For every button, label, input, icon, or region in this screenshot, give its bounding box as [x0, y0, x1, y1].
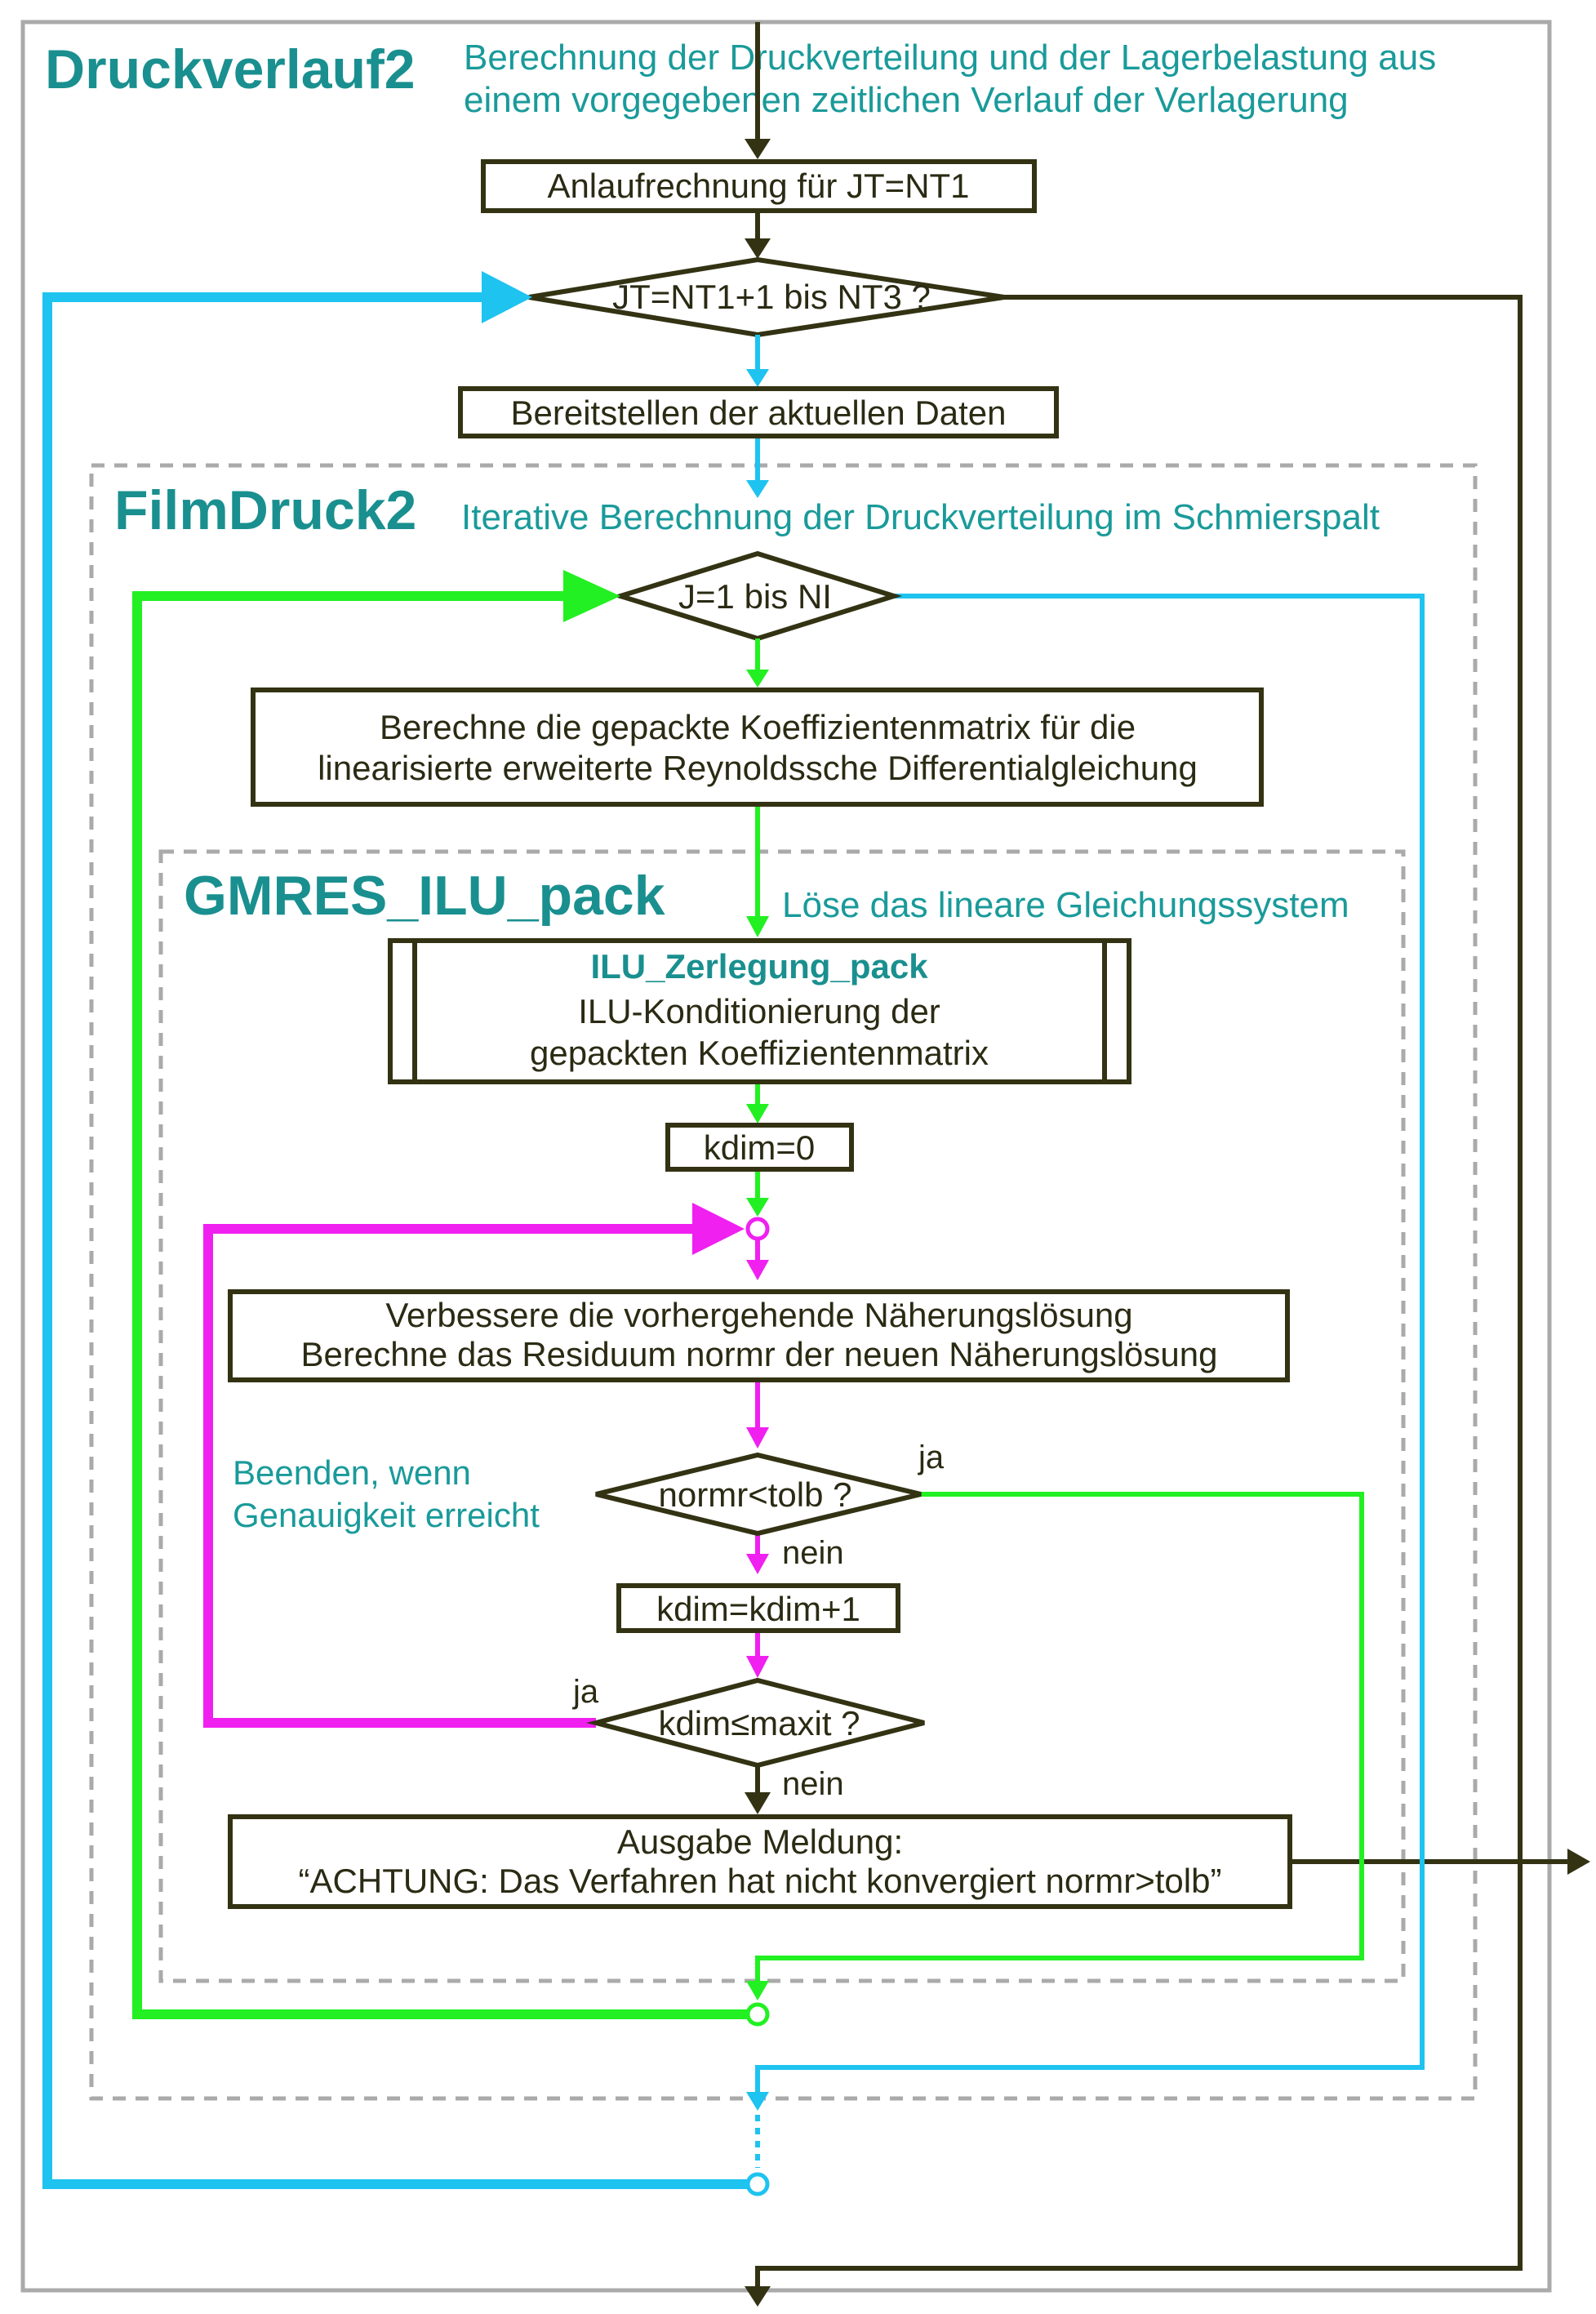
box-koeffizientenmatrix	[251, 688, 1264, 807]
j-loop-thin-lines	[755, 639, 1364, 1982]
decision-j-loop	[611, 550, 903, 642]
desc-druckverlauf2-line2: einem vorgegebenen zeitlichen Verlauf de…	[464, 80, 1349, 120]
label-ja-kdim: ja	[572, 1674, 599, 1710]
box-koeffizientenmatrix-line1: Berechne die gepackte Koeffizientenmatri…	[380, 708, 1136, 746]
frame-filmdruck2	[89, 463, 1478, 2101]
subroutine-ilu-line2: gepackten Koeffizientenmatrix	[530, 1034, 989, 1072]
j-loop-small-arrowheads	[746, 670, 769, 2000]
desc-gmres: Löse das lineare Gleichungssystem	[782, 885, 1349, 925]
decision-jt-loop	[528, 256, 1005, 338]
outer-loop-thin-lines	[755, 335, 1425, 2168]
decision-kdim-label: kdim≤maxit ?	[658, 1704, 860, 1742]
subroutine-ilu-zerlegung	[388, 938, 1131, 1084]
j-loop-arrowhead	[563, 570, 620, 622]
box-kdim-init-label: kdim=0	[704, 1128, 816, 1167]
box-verbessere-line2: Berechne das Residuum normr der neuen Nä…	[300, 1335, 1217, 1373]
box-anlaufrechnung-label: Anlaufrechnung für JT=NT1	[547, 167, 969, 205]
frame-gmres	[158, 849, 1406, 1983]
main-flow-lines	[755, 22, 1572, 2286]
note-beenden-line2: Genauigkeit erreicht	[233, 1496, 540, 1534]
note-beenden-line1: Beenden, wenn	[233, 1453, 471, 1492]
j-loop-junction	[745, 2002, 770, 2027]
outer-loop-arrowhead	[482, 271, 532, 323]
box-kdim-increment	[616, 1583, 900, 1633]
outer-loop-small-arrowheads	[746, 369, 769, 2111]
decision-j-loop-label: J=1 bis NI	[678, 577, 832, 616]
decision-jt-loop-label: JT=NT1+1 bis NT3 ?	[612, 278, 931, 316]
main-flow-arrowheads	[745, 139, 1590, 2307]
decision-normr-label: normr<tolb ?	[659, 1475, 852, 1514]
label-nein-kdim: nein	[782, 1766, 844, 1802]
label-ja-normr: ja	[918, 1440, 945, 1475]
box-kdim-init	[665, 1123, 854, 1172]
box-anlaufrechnung	[481, 159, 1037, 213]
kdim-loop-small-arrowheads	[746, 1260, 769, 1678]
desc-filmdruck2: Iterative Berechnung der Druckverteilung…	[461, 497, 1380, 537]
subroutine-ilu-title: ILU_Zerlegung_pack	[590, 947, 928, 986]
decision-kdim	[586, 1677, 925, 1769]
box-kdim-increment-label: kdim=kdim+1	[656, 1590, 860, 1628]
box-ausgabe-meldung-line1: Ausgabe Meldung:	[617, 1822, 903, 1861]
kdim-loop-junction	[745, 1217, 770, 1241]
box-bereitstellen-label: Bereitstellen der aktuellen Daten	[510, 394, 1006, 432]
j-loop-line	[132, 591, 748, 2019]
outer-loop-line	[42, 292, 758, 2189]
kdim-loop-line	[203, 1224, 702, 1728]
label-nein-normr: nein	[782, 1535, 844, 1571]
box-bereitstellen	[458, 386, 1059, 438]
title-gmres: GMRES_ILU_pack	[184, 865, 665, 927]
box-verbessere	[228, 1289, 1290, 1382]
box-ausgabe-meldung	[228, 1814, 1292, 1909]
outer-loop-junction	[745, 2172, 770, 2196]
kdim-loop-arrowhead	[692, 1203, 745, 1255]
subroutine-ilu-line1: ILU-Konditionierung der	[578, 992, 940, 1030]
box-verbessere-line1: Verbessere die vorhergehende Näherungslö…	[385, 1296, 1132, 1334]
decision-normr	[595, 1452, 922, 1537]
frame-druckverlauf2	[20, 20, 1552, 2293]
title-druckverlauf2: Druckverlauf2	[45, 38, 416, 100]
box-ausgabe-meldung-line2: “ACHTUNG: Das Verfahren hat nicht konver…	[299, 1862, 1222, 1900]
box-koeffizientenmatrix-line2: linearisierte erweiterte Reynoldssche Di…	[318, 749, 1198, 787]
desc-druckverlauf2-line1: Berechnung der Druckverteilung und der L…	[464, 38, 1436, 78]
title-filmdruck2: FilmDruck2	[114, 479, 416, 541]
